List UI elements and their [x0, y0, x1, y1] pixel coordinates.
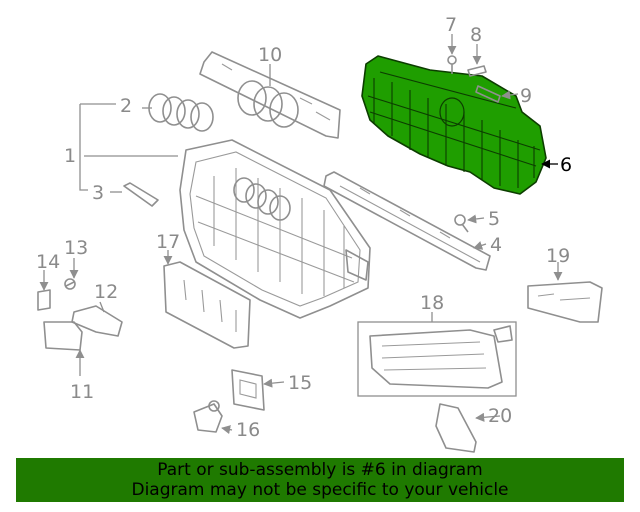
callout-12: 12: [94, 281, 118, 303]
callout-7: 7: [445, 14, 457, 36]
callout-9: 9: [520, 85, 532, 107]
callout-18: 18: [420, 292, 444, 314]
callout-4: 4: [490, 234, 502, 256]
callout-13: 13: [64, 237, 88, 259]
sensor-mount-part-12[interactable]: [71, 305, 123, 337]
bracket-part-15[interactable]: [231, 369, 265, 411]
emblem-rings-part-2[interactable]: [148, 93, 214, 132]
callout-5: 5: [488, 208, 500, 230]
banner-line-2: Diagram may not be specific to your vehi…: [131, 480, 509, 500]
sensor-part-16[interactable]: [193, 400, 223, 433]
leader-lines: [39, 34, 563, 435]
side-cover-part-19[interactable]: [527, 281, 603, 323]
callout-11: 11: [70, 381, 94, 403]
bracket-part-9[interactable]: [475, 85, 501, 103]
clip-part-8[interactable]: [467, 65, 487, 77]
callout-3: 3: [92, 182, 104, 204]
callout-20: 20: [488, 405, 512, 427]
callout-labels: 1 2 3 4 5 6 7 8 9 10 11 12 13 14 15 16 1…: [36, 14, 572, 441]
sensor-bracket-part-11[interactable]: [43, 321, 83, 351]
badge-part-3[interactable]: [123, 182, 159, 207]
callout-8: 8: [470, 24, 482, 46]
grille-part-1[interactable]: [179, 139, 371, 319]
callout-10: 10: [258, 44, 282, 66]
lower-trim-part-4[interactable]: [323, 171, 491, 271]
screw-part-5[interactable]: [454, 214, 469, 233]
parts-diagram: 1 2 3 4 5 6 7 8 9 10 11 12 13 14 15 16 1…: [36, 14, 603, 453]
info-banner: Part or sub-assembly is #6 in diagram Di…: [16, 458, 624, 502]
bolt-part-7[interactable]: [447, 55, 457, 74]
banner-line-1: Part or sub-assembly is #6 in diagram: [157, 460, 483, 480]
callout-1: 1: [64, 145, 76, 167]
callout-17: 17: [156, 231, 180, 253]
callout-6: 6: [560, 154, 572, 176]
callout-19: 19: [546, 245, 570, 267]
clip-part-14[interactable]: [37, 289, 51, 311]
callout-15: 15: [288, 372, 312, 394]
callout-16: 16: [236, 419, 260, 441]
screw-part-13[interactable]: [64, 278, 76, 290]
callout-14: 14: [36, 251, 60, 273]
cover-part-20[interactable]: [435, 403, 477, 453]
plate-bracket-part-17[interactable]: [163, 261, 251, 349]
callout-2: 2: [120, 95, 132, 117]
emblem-bracket-part-10[interactable]: [199, 51, 341, 139]
side-grille-part-18[interactable]: [357, 321, 517, 397]
air-guide-part-6[interactable]: [361, 55, 547, 195]
